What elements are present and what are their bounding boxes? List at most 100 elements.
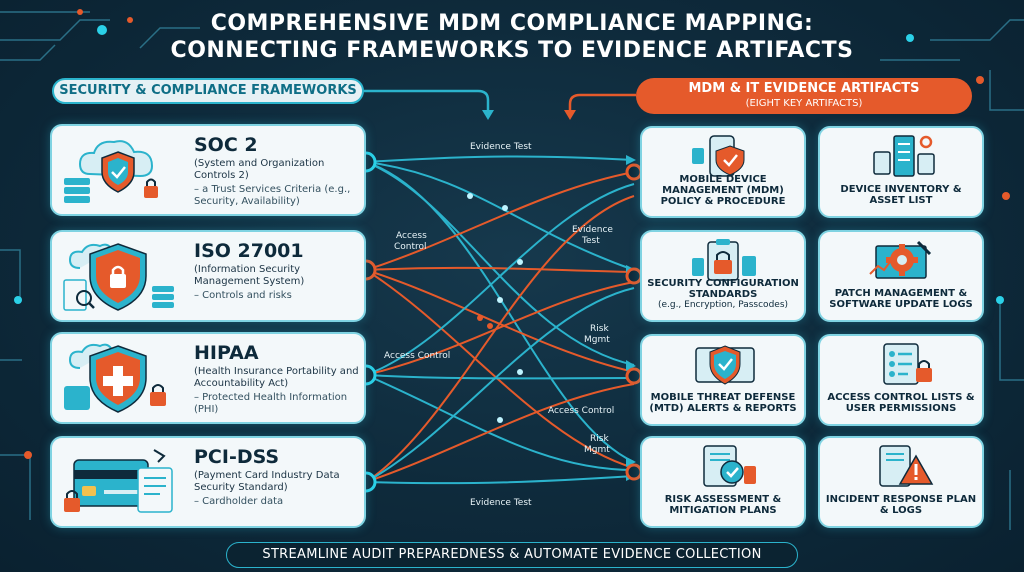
left-header-arrow [364,89,490,112]
artifacts-header-subtitle: (EIGHT KEY ARTIFACTS) [745,98,863,109]
artifact-label: Risk Assessment & Mitigation Plans [664,494,782,516]
connector-label: Test [581,236,600,246]
connector-label: Access [396,231,427,241]
connector-line [365,161,635,463]
connector-label: Mgmt [584,445,610,455]
framework-card-iso27001[interactable]: ISO 27001 (Information Security Manageme… [50,230,366,322]
arrow-head-icon [564,110,576,120]
artifact-label: Device Inventory & Asset List [840,184,962,206]
right-header-arrow [568,93,636,112]
connector-line [365,155,635,163]
circuit-node-icon [906,34,914,42]
circuit-node-icon [24,451,32,459]
title-line-2: Connecting Frameworks to Evidence Artifa… [170,38,854,63]
connector-label: Evidence Test [470,142,532,152]
circuit-node-icon [97,25,107,35]
gear-wrench-icon [868,238,938,282]
framework-card-pci-dss[interactable]: PCI-DSS (Payment Card Industry Data Secu… [50,436,366,528]
circuit-node-icon [1002,192,1010,200]
framework-full-name: (System and Organization Controls 2) [194,158,325,181]
artifact-label: Mobile Device Management (MDM) Policy & … [660,174,786,207]
connector-label: Mgmt [584,335,610,345]
connector-line [365,374,635,471]
incident-warning-icon [868,444,938,488]
connector-line [365,281,635,376]
artifact-label: Access Control Lists & User Permissions [827,392,975,414]
framework-name: SOC 2 [194,134,258,156]
framework-description: – Protected Health Information (PHI) [194,392,348,415]
framework-name: HIPAA [194,342,259,364]
clipboard-lock-icon [690,238,760,282]
circuit-node-icon [996,296,1004,304]
connector-line [365,183,635,376]
connector-line [365,161,635,271]
device-inventory-icon [868,134,938,178]
connector-label: Risk [590,324,609,334]
target-nodes [625,163,643,481]
connector-lines [365,155,635,485]
title-line-1: Comprehensive MDM Compliance Mapping: [210,11,814,36]
connector-line [365,171,635,271]
connector-line [365,195,635,483]
risk-document-icon [690,444,760,488]
connector-label: Evidence Test [470,498,532,508]
framework-name: PCI-DSS [194,446,280,468]
connector-label: Access Control [548,406,614,416]
artifact-label-subtitle: (e.g., Encryption, Passcodes) [657,300,789,310]
junction-nodes [467,193,523,423]
footer-banner: STREAMLINE AUDIT PREPAREDNESS & AUTOMATE… [226,542,798,568]
arrow-head-icon [482,110,494,120]
target-node-icon [625,267,643,285]
connector-label: Risk [590,434,609,444]
shield-lock-icon [60,240,178,314]
target-node-icon [625,367,643,385]
framework-full-name: (Payment Card Industry Data Security Sta… [194,470,340,493]
framework-name: ISO 27001 [194,240,304,262]
connector-line [365,266,635,273]
connector-line [365,374,635,380]
artifact-card-access-control[interactable]: Access Control Lists & User Permissions [818,334,984,426]
artifact-card-incident-response[interactable]: Incident Response Plan & Logs [818,436,984,528]
frameworks-header: SECURITY & COMPLIANCE FRAMEWORKS [52,78,364,104]
connector-line [365,383,635,483]
threat-shield-icon [690,342,760,386]
cloud-shield-icon [60,134,178,208]
circuit-node-icon [14,296,22,304]
artifact-label-title: Security Configuration Standards [647,278,799,300]
artifact-card-mtd-alerts[interactable]: Mobile Threat Defense (MTD) Alerts & Rep… [640,334,806,426]
artifact-label: Patch Management & Software Update Logs [829,288,973,310]
credit-card-icon [60,446,178,520]
framework-description: – Controls and risks [194,290,292,301]
artifact-card-device-inventory[interactable]: Device Inventory & Asset List [818,126,984,218]
page-title: Comprehensive MDM Compliance Mapping: Co… [0,10,1024,64]
framework-card-hipaa[interactable]: HIPAA (Health Insurance Portability and … [50,332,366,424]
circuit-node-icon [127,17,133,23]
framework-card-soc2[interactable]: SOC 2 (System and Organization Controls … [50,124,366,216]
artifact-label: Mobile Threat Defense (MTD) Alerts & Rep… [649,392,797,414]
framework-description: – Cardholder data [194,496,284,507]
framework-full-name: (Information Security Management System) [194,264,305,287]
connector-label: Evidence [572,225,613,235]
circuit-decoration [0,11,1024,530]
circuit-node-icon [77,9,83,15]
target-node-icon [625,463,643,481]
artifact-card-patch-management[interactable]: Patch Management & Software Update Logs [818,230,984,322]
connector-line [365,287,635,483]
artifact-card-risk-assessment[interactable]: Risk Assessment & Mitigation Plans [640,436,806,528]
target-node-icon [625,163,643,181]
artifacts-header-title: MDM & IT EVIDENCE ARTIFACTS [688,81,920,96]
checklist-lock-icon [868,342,938,386]
connector-label: Access Control [384,351,450,361]
artifact-card-mdm-policy[interactable]: Mobile Device Management (MDM) Policy & … [640,126,806,218]
framework-full-name: (Health Insurance Portability and Accoun… [194,366,359,389]
artifact-label: Security Configuration Standards (e.g., … [646,278,800,311]
connector-line [365,269,635,469]
connector-line [365,475,635,485]
artifact-card-security-config[interactable]: Security Configuration Standards (e.g., … [640,230,806,322]
circuit-node-icon [976,76,984,84]
artifact-label: Incident Response Plan & Logs [825,494,977,516]
mobile-shield-icon [690,134,760,178]
connector-arrowheads [626,155,636,481]
medical-shield-icon [60,342,178,416]
